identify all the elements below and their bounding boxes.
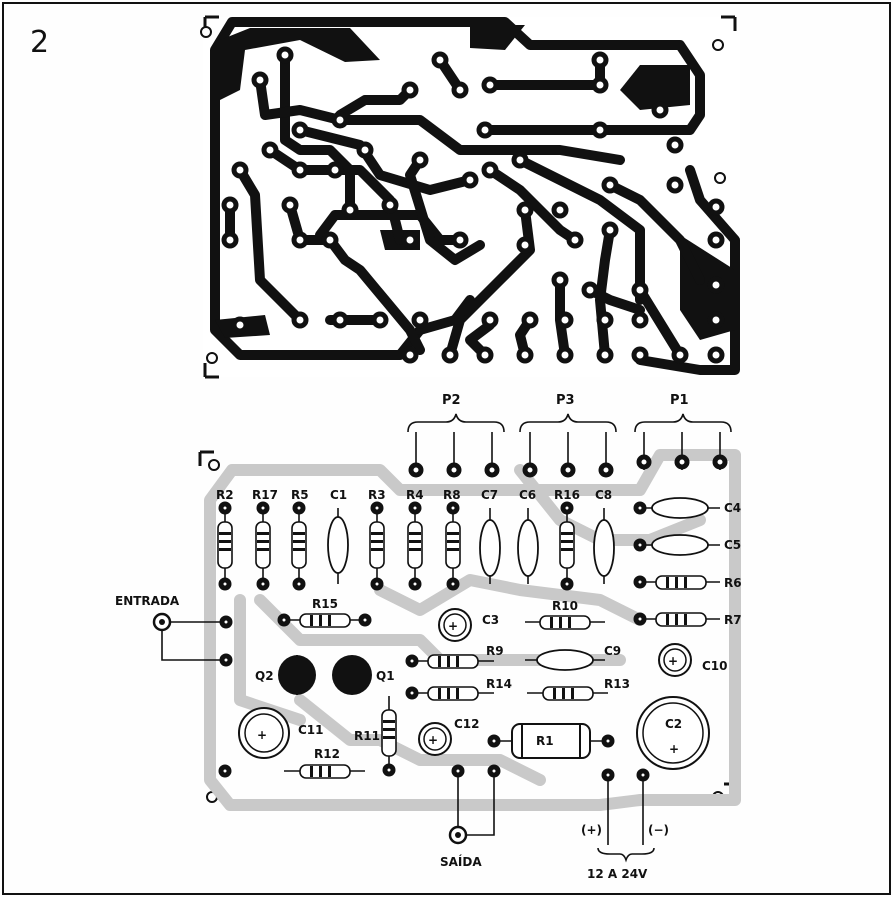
label-r11: R11 — [354, 729, 380, 743]
label-c7: C7 — [481, 488, 498, 502]
label-r7: R7 — [724, 613, 742, 627]
label-r5: R5 — [291, 488, 309, 502]
label-entrada: ENTRADA — [115, 594, 180, 608]
label-c5: C5 — [724, 538, 741, 552]
label-c9: C9 — [604, 644, 621, 658]
label-r3: R3 — [368, 488, 386, 502]
pot-p1-label: P1 — [670, 393, 689, 408]
label-r15: R15 — [312, 597, 338, 611]
pot-p2-label: P2 — [442, 393, 461, 408]
label-r17: R17 — [252, 488, 278, 502]
label-c8: C8 — [595, 488, 612, 502]
c3-plus: + — [448, 619, 458, 633]
c12-plus: + — [428, 733, 438, 747]
label-q1: Q1 — [376, 669, 395, 683]
label-c3: C3 — [482, 613, 499, 627]
label-c11: C11 — [298, 723, 324, 737]
label-r8: R8 — [443, 488, 461, 502]
label-r14: R14 — [486, 677, 512, 691]
transistor-q1 — [332, 655, 372, 695]
label-saida: SAÍDA — [440, 854, 482, 869]
label-r12: R12 — [314, 747, 340, 761]
label-c12: C12 — [454, 717, 480, 731]
resistor-row — [217, 501, 575, 591]
label-c1: C1 — [330, 488, 347, 502]
label-q2: Q2 — [255, 669, 274, 683]
figure-number: 2 — [30, 25, 49, 60]
label-c6: C6 — [519, 488, 536, 502]
label-c2: C2 — [665, 717, 682, 731]
component-layout: P2 P3 P1 — [115, 393, 742, 881]
label-r4: R4 — [406, 488, 424, 502]
label-supply-voltage: 12 A 24V — [587, 867, 648, 881]
c10-plus: + — [668, 654, 678, 668]
pot-p3-label: P3 — [556, 393, 575, 408]
label-plus-lead: (+) — [581, 823, 602, 837]
label-minus-lead: (−) — [648, 823, 669, 837]
label-r1: R1 — [536, 734, 554, 748]
transistor-q2 — [278, 655, 298, 695]
label-r9: R9 — [486, 644, 504, 658]
label-r2: R2 — [216, 488, 234, 502]
pcb-copper-layout — [200, 15, 740, 379]
label-r6: R6 — [724, 576, 742, 590]
label-r16: R16 — [554, 488, 580, 502]
c11-plus: + — [257, 728, 267, 742]
label-r10: R10 — [552, 599, 578, 613]
label-c10: C10 — [702, 659, 728, 673]
label-c4: C4 — [724, 501, 741, 515]
label-r13: R13 — [604, 677, 630, 691]
c2-plus: + — [669, 742, 679, 756]
